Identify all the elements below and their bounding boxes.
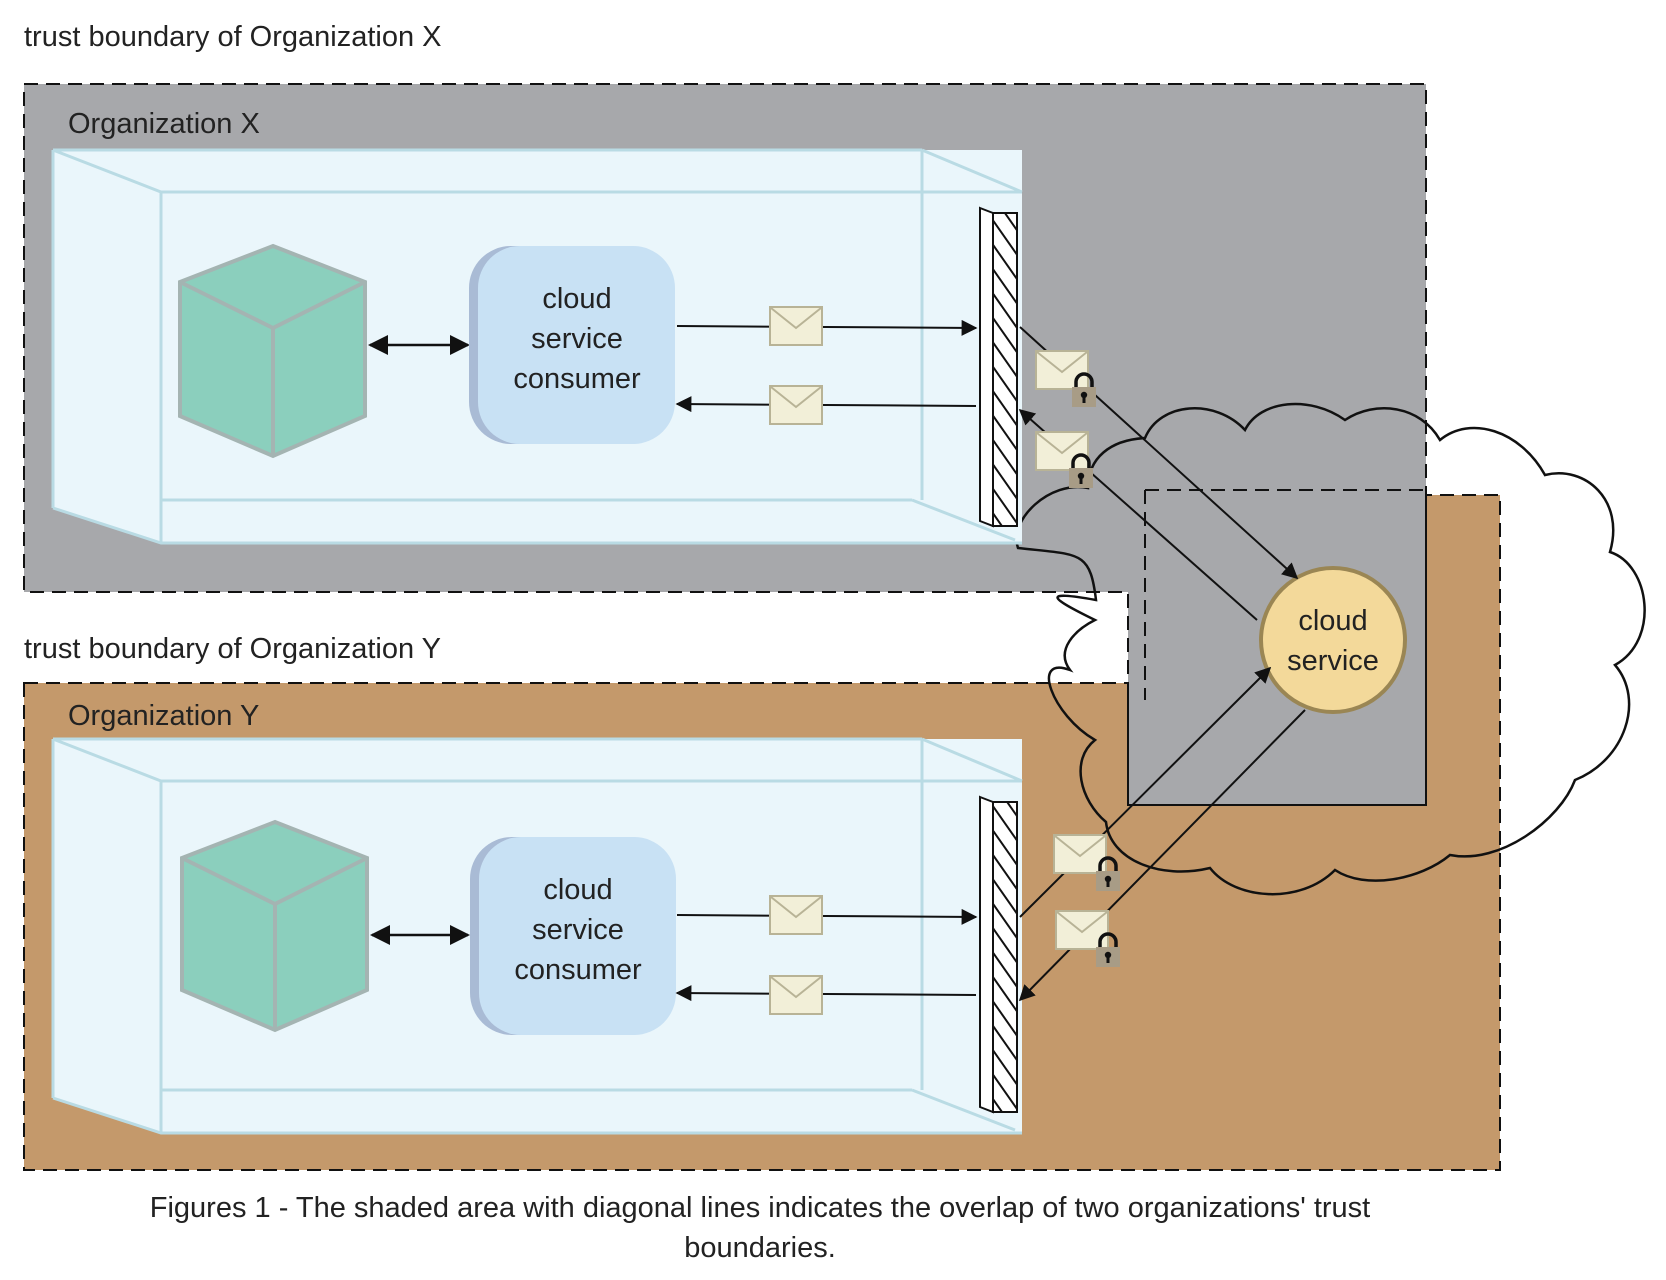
svg-text:service: service xyxy=(1287,645,1379,677)
svg-text:cloud: cloud xyxy=(543,874,612,906)
org-x-inbound-message-icon xyxy=(769,385,823,425)
svg-text:cloud: cloud xyxy=(542,283,611,315)
org-x-outbound-arrow xyxy=(676,319,978,336)
org-x-outbound-message-icon xyxy=(769,306,823,346)
org-y-outbound-message-icon xyxy=(769,895,823,935)
org-x-label: Organization X xyxy=(68,108,260,140)
svg-text:service: service xyxy=(531,323,623,355)
figure-caption-line-2: boundaries. xyxy=(684,1232,836,1264)
figure-caption-line-1: Figures 1 - The shaded area with diagona… xyxy=(149,1192,1371,1224)
figure-caption: Figures 1 - The shaded area with diagona… xyxy=(60,1188,1460,1268)
org-y-outbound-arrow xyxy=(676,908,978,925)
trust-boundary-overlap-outline xyxy=(1127,489,1427,806)
trust-boundary-y-label: trust boundary of Organization Y xyxy=(24,633,441,665)
org-y-to-cloud-arrow xyxy=(1019,666,1272,918)
org-x-firewall xyxy=(979,206,1018,528)
cloud-outline xyxy=(1015,402,1646,896)
org-y-inbound-arrow xyxy=(675,985,977,1002)
org-y-secure-outbound-message-icon xyxy=(1053,834,1107,874)
svg-text:cloud: cloud xyxy=(1298,605,1367,637)
svg-text:consumer: consumer xyxy=(513,363,641,395)
org-y-server-cube xyxy=(180,819,369,1033)
org-x-inbound-arrow xyxy=(675,396,977,413)
trust-boundary-x-label: trust boundary of Organization X xyxy=(24,21,442,53)
org-x-secure-inbound-message-icon xyxy=(1035,431,1089,471)
org-y-cloud-service-consumer: cloud service consumer xyxy=(470,837,676,1035)
org-y-label: Organization Y xyxy=(68,700,259,732)
org-y-firewall xyxy=(979,795,1018,1114)
org-y-inbound-message-icon xyxy=(769,975,823,1015)
svg-text:consumer: consumer xyxy=(514,954,642,986)
org-x-secure-outbound-message-icon xyxy=(1035,350,1089,390)
cloud-service: cloud service xyxy=(1259,566,1407,714)
org-x-cloud-service-consumer: cloud service consumer xyxy=(469,246,675,444)
cloud-to-org-y-arrow xyxy=(1018,709,1306,1002)
svg-text:service: service xyxy=(532,914,624,946)
org-x-server-cube xyxy=(178,243,367,459)
